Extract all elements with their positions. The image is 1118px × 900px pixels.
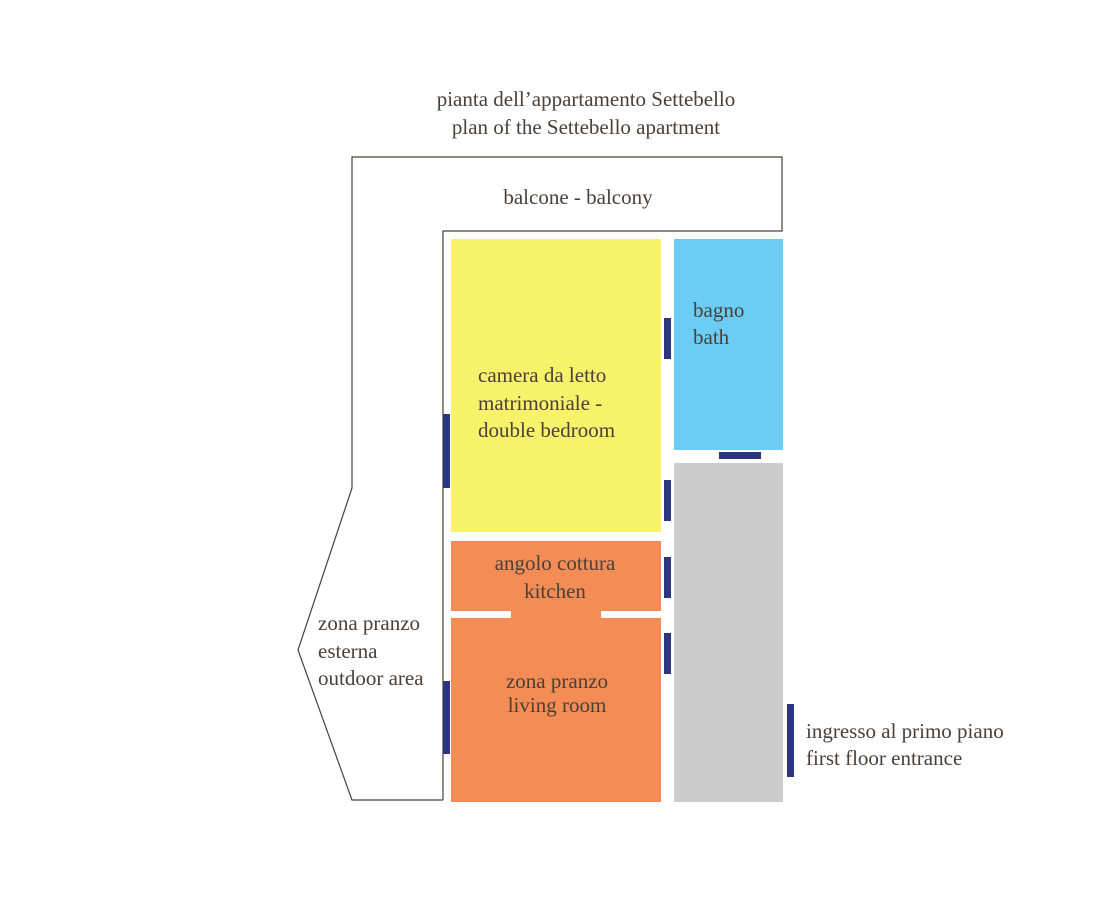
door-bedroom xyxy=(664,480,671,521)
entrance-label-line1: ingresso al primo piano xyxy=(806,719,1004,743)
bedroom-label-line3: double bedroom xyxy=(478,418,615,442)
bedroom-room xyxy=(451,239,661,532)
bath-label-line1: bagno xyxy=(693,298,744,322)
corridor-room xyxy=(674,463,783,802)
door-bath xyxy=(664,318,671,359)
door-bath-corridor xyxy=(719,452,761,459)
kitchen-living-opening xyxy=(511,609,601,620)
outdoor-label-line1: zona pranzo xyxy=(318,611,420,635)
plan-title-italian: pianta dell’appartamento Settebello xyxy=(437,87,736,111)
outdoor-label-line3: outdoor area xyxy=(318,666,424,690)
living-room xyxy=(451,618,661,802)
window-living xyxy=(443,681,450,754)
entrance-label-line2: first floor entrance xyxy=(806,746,962,770)
outdoor-label-line2: esterna xyxy=(318,639,378,663)
kitchen-room xyxy=(451,541,661,611)
bath-room xyxy=(674,239,783,450)
living-label-line2: living room xyxy=(508,693,607,717)
kitchen-label-line1: angolo cottura xyxy=(495,551,616,575)
door-living xyxy=(664,633,671,674)
entrance-door xyxy=(787,704,794,777)
bedroom-label-line1: camera da letto xyxy=(478,363,606,387)
bedroom-label-line2: matrimoniale - xyxy=(478,391,602,415)
living-label-line1: zona pranzo xyxy=(506,669,608,693)
bath-label-line2: bath xyxy=(693,325,730,349)
door-kitchen xyxy=(664,557,671,598)
exterior-outline xyxy=(297,156,783,801)
plan-title-english: plan of the Settebello apartment xyxy=(452,115,720,139)
balcony-label: balcone - balcony xyxy=(503,185,653,209)
kitchen-label-line2: kitchen xyxy=(524,579,586,603)
window-bedroom xyxy=(443,414,450,488)
